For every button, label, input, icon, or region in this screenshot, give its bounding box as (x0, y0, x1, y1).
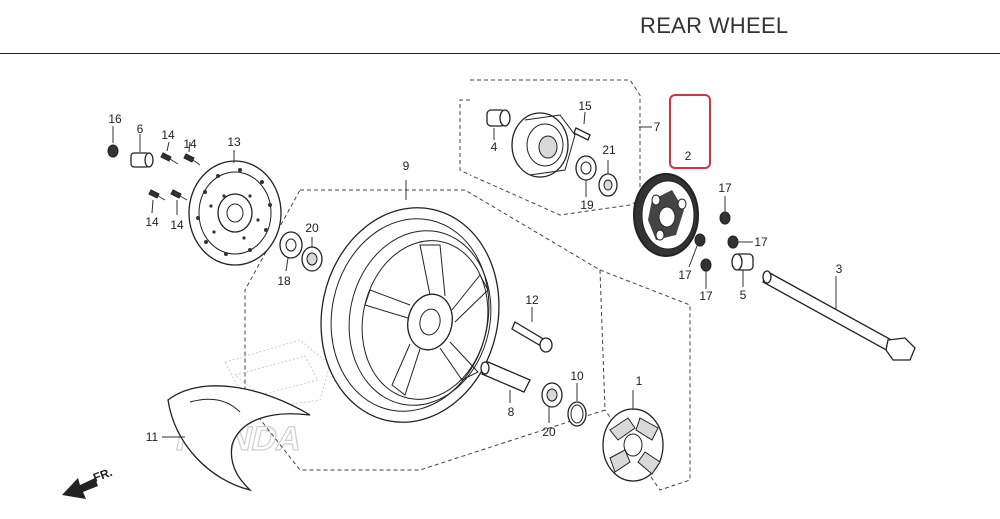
callout-12: 12 (525, 293, 539, 307)
callout-14-b: 14 (183, 137, 197, 151)
callout-8: 8 (508, 405, 515, 419)
callout-17-a: 17 (718, 181, 732, 195)
callout-11: 11 (146, 430, 159, 444)
direction-label: FR. (91, 465, 114, 485)
callout-14-d: 14 (170, 218, 184, 232)
callout-13: 13 (227, 135, 241, 149)
hub-group-left (459, 99, 471, 176)
callout-10: 10 (570, 369, 584, 383)
callout-19: 19 (580, 198, 594, 212)
part-20-seal-left (301, 237, 323, 272)
page-title: REAR WHEEL (640, 13, 789, 38)
part-6-collar (130, 134, 154, 168)
part-13-brake-disc (188, 150, 282, 266)
highlight-box (669, 94, 711, 169)
front-direction-arrow: FR. (62, 465, 114, 499)
part-16-nut (107, 126, 119, 158)
callout-5: 5 (740, 288, 747, 302)
callout-6: 6 (137, 122, 144, 136)
part-12-bolt (511, 307, 553, 353)
part-20-bearing-right (541, 382, 563, 423)
part-19-bearing (575, 155, 597, 197)
part-15-pin (573, 111, 591, 141)
part-18-bearing (279, 231, 303, 272)
callout-20-a: 20 (305, 221, 319, 235)
part-21-seal (598, 160, 618, 197)
callout-9: 9 (403, 159, 410, 173)
callout-16: 16 (108, 112, 122, 126)
part-11-mudguard (162, 385, 311, 492)
part-1-damper (602, 390, 664, 482)
callout-3: 3 (836, 262, 843, 276)
part-4-collar (486, 109, 511, 140)
part-14-bolts (148, 141, 201, 215)
callout-17-d: 17 (699, 289, 713, 303)
callout-1: 1 (636, 374, 643, 388)
part-8-spacer (480, 361, 531, 403)
part-2-sprocket (633, 173, 699, 257)
callout-4: 4 (491, 140, 498, 154)
callout-21: 21 (602, 143, 616, 157)
damper-group-outline (599, 269, 691, 491)
part-3-axle (762, 270, 916, 361)
callout-14-a: 14 (161, 128, 175, 142)
part-5-collar (731, 253, 754, 287)
callout-17-b: 17 (754, 235, 768, 249)
callout-15: 15 (578, 99, 592, 113)
part-10-circlip (567, 383, 587, 427)
wheel-group-outline (244, 189, 606, 471)
callout-2: 2 (685, 149, 692, 163)
part-17-nuts (688, 196, 753, 289)
callout-7: 7 (654, 120, 661, 134)
part-7-sprocket-hub (511, 112, 652, 178)
callout-labels: 1 2 3 4 5 6 7 8 9 10 11 12 13 14 14 14 1… (108, 99, 842, 444)
callout-18: 18 (277, 274, 291, 288)
part-9-wheel-rim (320, 180, 500, 423)
title-divider (0, 53, 1000, 54)
callout-20-b: 20 (542, 425, 556, 439)
callout-17-c: 17 (678, 268, 692, 282)
callout-14-c: 14 (145, 215, 159, 229)
